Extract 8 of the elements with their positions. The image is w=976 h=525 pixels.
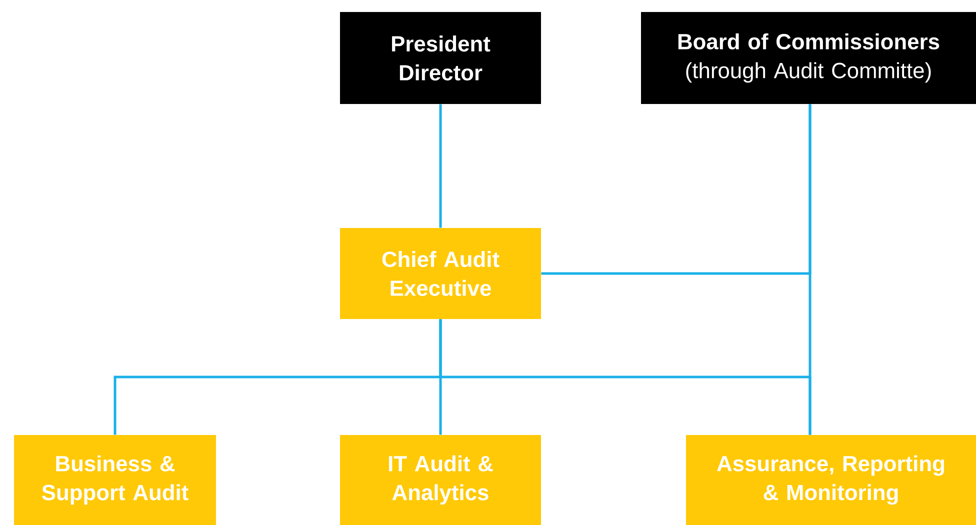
org-box: Assurance, Reporting & Monitoring	[686, 435, 976, 525]
org-box: Board of Commissioners (through Audit Committe)	[641, 12, 976, 104]
org-box: IT Audit & Analytics	[340, 435, 541, 525]
connector-line	[439, 319, 812, 435]
org-box: Business & Support Audit	[14, 435, 216, 525]
connector-line	[439, 104, 442, 228]
org-box: President Director	[340, 12, 541, 104]
org-box: Chief Audit Executive	[340, 228, 541, 319]
